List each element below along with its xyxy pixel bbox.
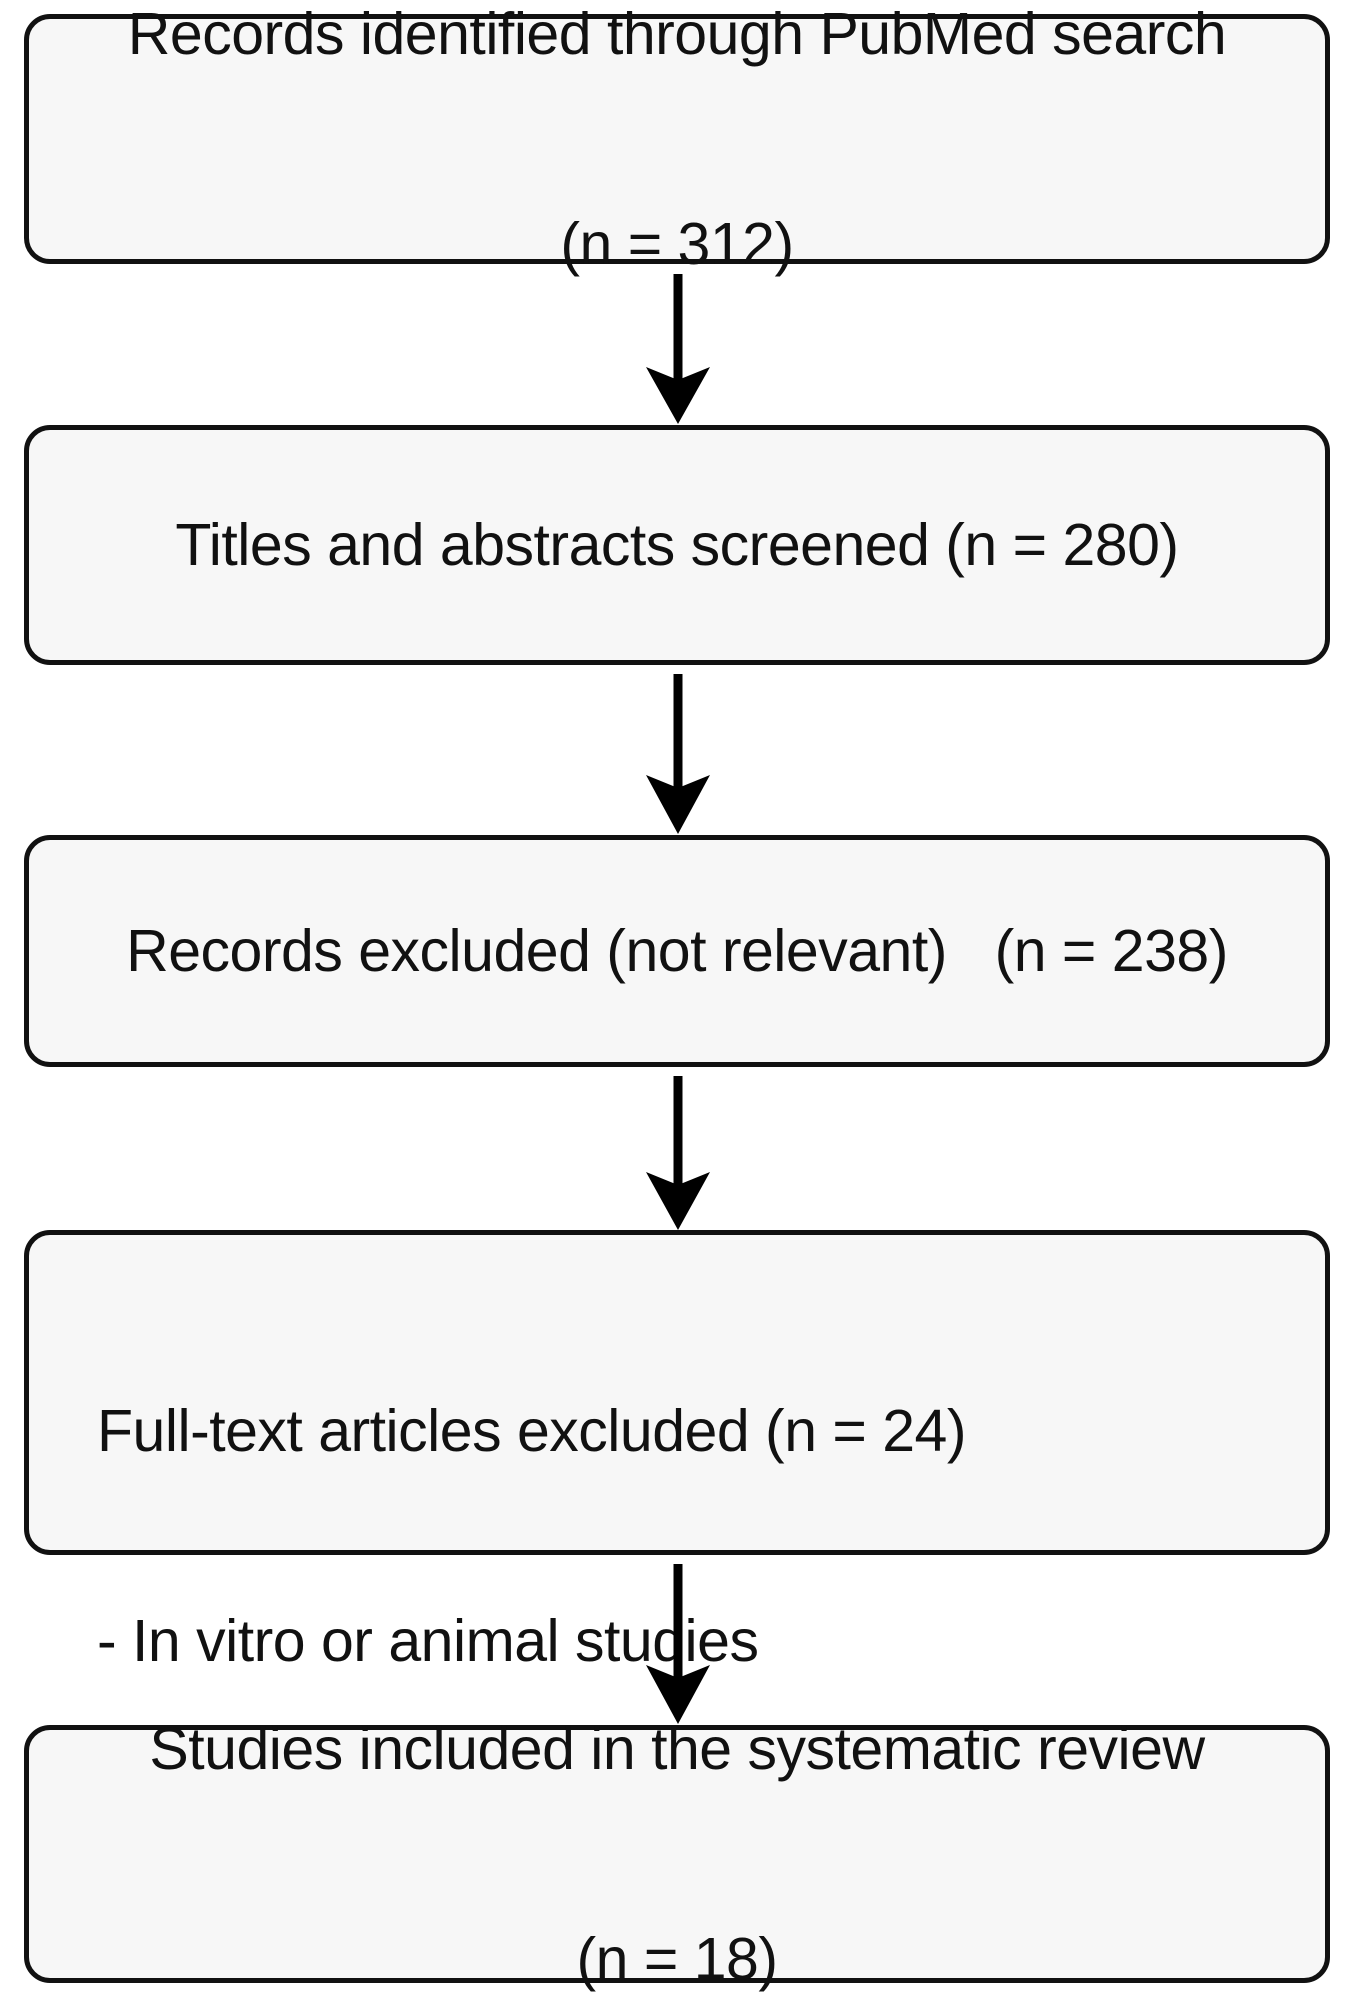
down-arrow-icon: [618, 1562, 738, 1732]
flow-node-line: - In vitro or animal studies: [97, 1608, 759, 1675]
flow-node-studies-included: Studies included in the systematic revie…: [24, 1716, 1330, 1992]
flow-node-line: Records identified through PubMed search: [127, 0, 1227, 67]
flow-node-text: Titles and abstracts screened (n = 280): [29, 370, 1325, 719]
flow-node-text: Records identified through PubMed search…: [29, 0, 1325, 419]
flow-node-records-identified: Records identified through PubMed search…: [24, 1, 1330, 277]
flow-node-line: Studies included in the systematic revie…: [149, 1715, 1205, 1782]
flow-node-line: Full-text articles excluded (n = 24): [97, 1398, 967, 1465]
flow-node-line: (n = 312): [560, 210, 794, 277]
flow-node-line: Records excluded (not relevant) (n = 238…: [126, 917, 1228, 984]
flow-node-full-text-excluded: Full-text articles excluded (n = 24) - I…: [24, 1230, 1330, 1884]
down-arrow-icon: [618, 672, 738, 842]
flow-node-text: Studies included in the systematic revie…: [29, 1574, 1325, 1995]
flow-node-records-excluded: Records excluded (not relevant) (n = 238…: [24, 835, 1330, 1067]
flow-node-text: Records excluded (not relevant) (n = 238…: [29, 776, 1325, 1125]
down-arrow-icon: [618, 1074, 738, 1237]
flow-node-line: (n = 18): [576, 1925, 778, 1992]
flow-node-line: Titles and abstracts screened (n = 280): [175, 511, 1179, 578]
flow-node-titles-abstracts-screened: Titles and abstracts screened (n = 280): [24, 425, 1330, 665]
down-arrow-icon: [618, 272, 738, 432]
